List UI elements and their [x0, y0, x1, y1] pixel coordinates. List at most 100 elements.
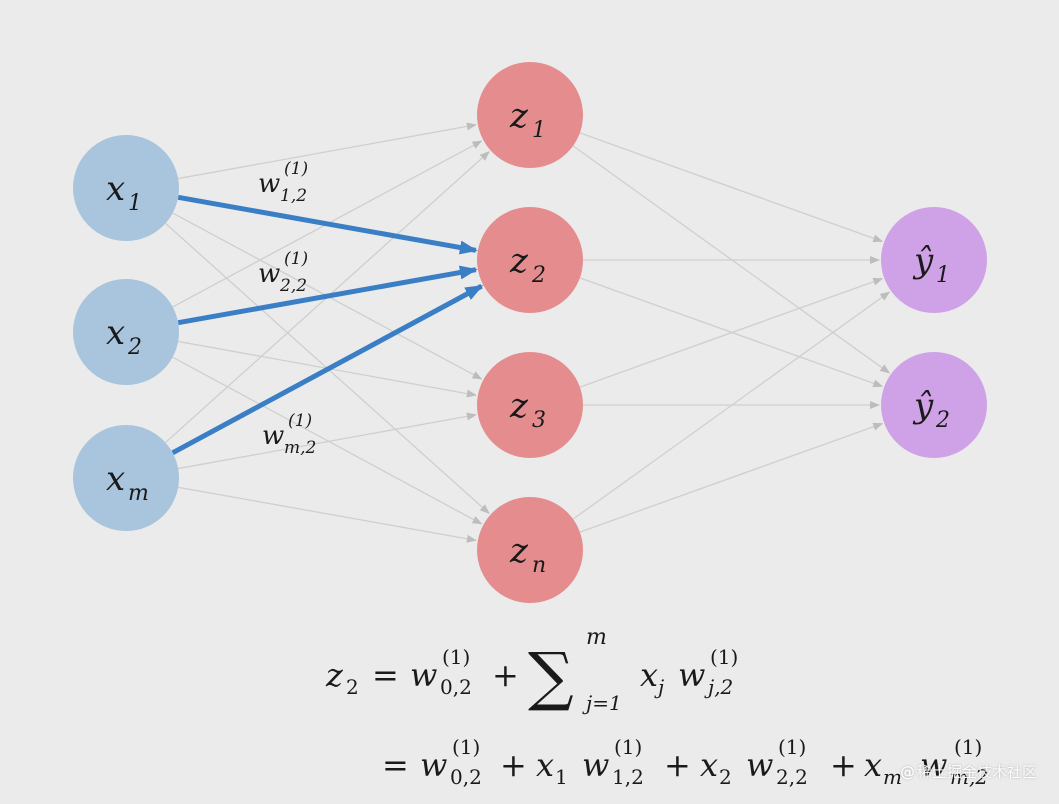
output-node-subscript: 1: [936, 263, 950, 288]
equation-line-1: z 2 = w 0,2 (1) + ∑ m j=1 x j w j,2 (1): [325, 625, 738, 715]
edge-input1-hidden1: [178, 122, 477, 180]
edge-input2-hidden4: [172, 356, 483, 525]
weight-superscript: (1): [284, 249, 308, 269]
edge-hidden3-output1: [579, 277, 884, 388]
eq1-x: x: [640, 656, 658, 694]
input-node-subscript: m: [128, 481, 149, 506]
weight-subscript: 2,2: [279, 276, 307, 296]
highlight-edge-1: [177, 194, 478, 255]
eq1-w0-sub: 0,2: [440, 675, 472, 699]
eq2-term3-xsub: m: [883, 765, 902, 789]
highlight-edge-2: [177, 265, 478, 326]
highlight-edge-3: [171, 283, 484, 456]
equation-line-2: = w 0,2 (1) + x 1 w 1,2 (1) + x 2 w 2,2 …: [382, 735, 988, 789]
eq1-plus: +: [492, 656, 519, 694]
eq2-term2-x: x: [700, 746, 718, 784]
output-node-symbol: ŷ: [912, 386, 934, 426]
output-node-symbol: ŷ: [912, 241, 934, 281]
eq2-term1-op: +: [500, 746, 527, 784]
input-node-symbol: x: [106, 169, 125, 209]
eq2-term0-w: w: [420, 746, 447, 784]
hidden-node-subscript: 1: [532, 118, 546, 143]
hidden-node-symbol: z: [509, 531, 529, 571]
eq1-sigma: ∑: [528, 640, 574, 714]
edge-input3-hidden4: [178, 486, 477, 543]
input-node-circle: [73, 279, 179, 385]
input-node-symbol: x: [106, 313, 125, 353]
output-node-circle: [881, 352, 987, 458]
eq2-term3-sub: m,2: [950, 765, 988, 789]
weight-symbol: w: [262, 421, 284, 451]
eq2-term2-sub: 2,2: [776, 765, 808, 789]
input-node-subscript: 1: [128, 191, 142, 216]
weight-symbol: w: [258, 169, 280, 199]
weight-subscript: m,2: [284, 438, 316, 458]
highlighted-edges: [171, 194, 484, 456]
eq2-term1-x: x: [536, 746, 554, 784]
eq2-term3-w: w: [920, 746, 947, 784]
hidden-node-circle: [477, 62, 583, 168]
eq2-term1-w: w: [582, 746, 609, 784]
eq2-term2-w: w: [746, 746, 773, 784]
eq1-lhs: z: [325, 656, 344, 694]
hidden-node-symbol: z: [509, 96, 529, 136]
watermark-text: 稀土掘金技术社区: [916, 763, 1037, 781]
watermark-mark: @: [899, 763, 915, 781]
output-node-subscript: 2: [935, 408, 950, 433]
input-node-circle: [73, 425, 179, 531]
hidden-node-subscript: 3: [532, 408, 546, 433]
eq1-sigma-bottom: j=1: [582, 691, 622, 715]
eq2-term0-sup: (1): [452, 735, 480, 759]
input-node-circle: [73, 135, 179, 241]
watermark: @稀土掘金技术社区: [900, 761, 1037, 782]
eq2-term3-sup: (1): [954, 735, 982, 759]
hidden-node-circle: [477, 497, 583, 603]
input-node-subscript: 2: [127, 335, 142, 360]
edge-hidden1-output1: [579, 132, 884, 243]
eq2-equals: =: [382, 746, 409, 784]
eq2-term2-op: +: [664, 746, 691, 784]
hidden-node-symbol: z: [509, 386, 529, 426]
eq2-term3-x: x: [864, 746, 882, 784]
eq2-term1-xsub: 1: [555, 765, 568, 789]
eq1-w-sub: j,2: [704, 675, 733, 699]
eq1-x-sub: j: [654, 675, 664, 699]
weight-superscript: (1): [288, 411, 312, 431]
edge-input3-hidden3: [178, 412, 477, 470]
input-node-symbol: x: [106, 459, 125, 499]
weight-symbol: w: [258, 259, 280, 289]
eq2-term2-xsub: 2: [719, 765, 732, 789]
hidden-node-symbol: z: [509, 241, 529, 281]
output-node-circle: [881, 207, 987, 313]
hidden-node-subscript: n: [532, 553, 546, 578]
eq1-sigma-top: m: [586, 625, 607, 650]
eq2-term1-sub: 1,2: [612, 765, 644, 789]
eq1-w0-sup: (1): [442, 645, 470, 669]
edge-hidden4-output2: [579, 422, 884, 533]
eq1-lhs-sub: 2: [346, 675, 359, 699]
eq1-w: w: [678, 656, 705, 694]
eq2-term0-sub: 0,2: [450, 765, 482, 789]
eq2-term2-sup: (1): [778, 735, 806, 759]
weight-superscript: (1): [284, 159, 308, 179]
eq2-term3-op: +: [830, 746, 857, 784]
eq2-term1-sup: (1): [614, 735, 642, 759]
eq1-w0: w: [410, 656, 437, 694]
edge-hidden4-output1: [572, 291, 891, 520]
